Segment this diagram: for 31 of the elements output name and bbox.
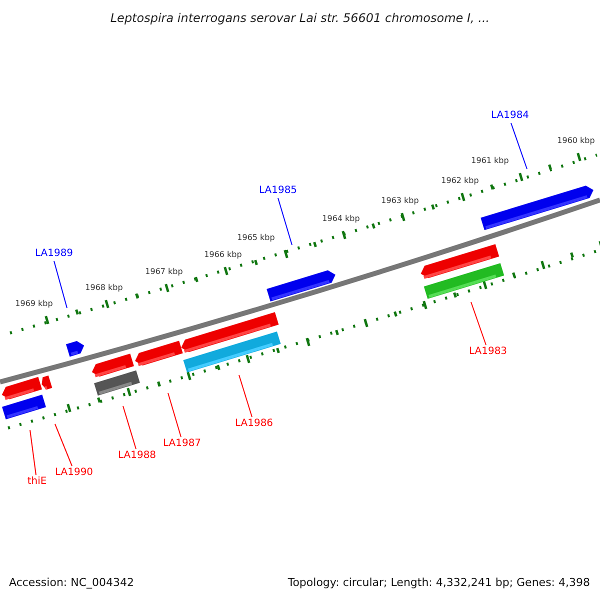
- gene-label: thiE: [27, 476, 47, 488]
- gene-label: LA1987: [162, 438, 202, 450]
- leader-line: [510, 122, 528, 170]
- genome-info-text: Topology: circular; Length: 4,332,241 bp; Genes: 4,398: [288, 575, 590, 591]
- gene-label: LA1986: [234, 418, 274, 430]
- gene-label: LA1983: [468, 346, 508, 358]
- position-label: 1964 kbp: [322, 214, 360, 224]
- position-label: 1962 kbp: [441, 176, 479, 186]
- position-label: 1965 kbp: [237, 233, 275, 243]
- gene-label: LA1989: [34, 248, 74, 260]
- position-label: 1966 kbp: [204, 250, 242, 260]
- leader-line: [54, 260, 68, 308]
- leader-line: [278, 198, 292, 246]
- leader-line: [470, 302, 486, 346]
- position-label: 1968 kbp: [85, 283, 123, 293]
- accession-text: Accession: NC_004342: [9, 575, 134, 591]
- position-label: 1967 kbp: [145, 267, 183, 277]
- leader-line: [238, 374, 252, 418]
- title: Leptospira interrogans serovar Lai str. 56601 chromosome I, ...: [109, 10, 491, 27]
- position-label: 1963 kbp: [381, 196, 419, 206]
- leader-line: [122, 406, 136, 450]
- gene-label: LA1988: [118, 450, 156, 462]
- position-label: 1961 kbp: [471, 156, 509, 166]
- gene-label: LA1984: [490, 110, 530, 122]
- leader-line: [30, 430, 36, 476]
- gene-label: LA1985: [258, 185, 298, 197]
- gene-label: LA1990: [54, 467, 94, 479]
- leader-line: [54, 424, 72, 466]
- leader-line: [168, 392, 182, 438]
- position-label: 1960 kbp: [557, 136, 595, 146]
- position-label: 1969 kbp: [15, 299, 53, 309]
